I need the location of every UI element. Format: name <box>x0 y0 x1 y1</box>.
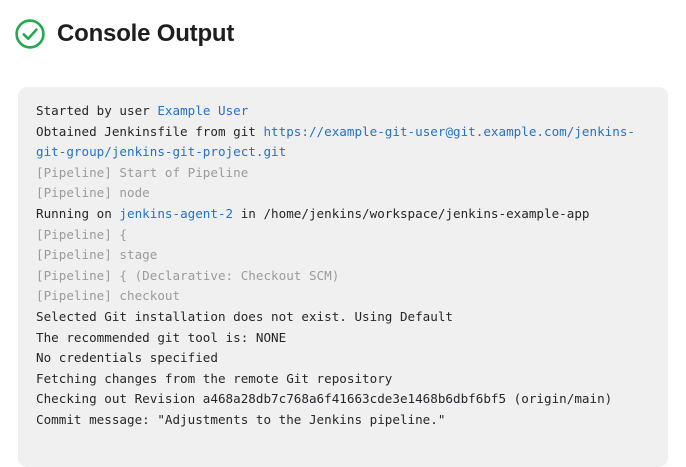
console-log-line: [Pipeline] node <box>36 185 150 200</box>
console-log-text: [Pipeline] { <box>36 226 127 242</box>
console-log-line: Checking out Revision a468a28db7c768a6f4… <box>36 391 612 406</box>
console-log-text: [Pipeline] checkout <box>36 288 181 304</box>
console-log-line: [Pipeline] { (Declarative: Checkout SCM) <box>36 268 339 283</box>
console-log-text: Started by user <box>36 103 158 118</box>
console-log-line: [Pipeline] { <box>36 227 127 242</box>
console-log-link[interactable]: jenkins-agent-2 <box>119 205 234 221</box>
console-log-text: [Pipeline] { (Declarative: Checkout SCM) <box>36 267 340 283</box>
console-log-text: The recommended git tool is: NONE <box>36 329 287 345</box>
console-log-line: Fetching changes from the remote Git rep… <box>36 371 392 386</box>
console-log-line: Started by user Example User <box>36 103 248 118</box>
console-log-text: [Pipeline] node <box>36 185 150 201</box>
console-log-line: Selected Git installation does not exist… <box>36 309 453 324</box>
console-log-text: Obtained Jenkinsfile from git <box>36 123 264 139</box>
console-log-line: Obtained Jenkinsfile from git https://ex… <box>36 124 635 160</box>
console-log-text: Commit message: "Adjustments to the Jenk… <box>36 411 446 427</box>
console-log-link[interactable]: Example User <box>157 103 249 118</box>
console-log[interactable]: Started by user Example User Obtained Je… <box>36 101 652 431</box>
check-circle-icon <box>14 18 46 50</box>
console-log-line: No credentials specified <box>36 350 218 365</box>
console-log-line: [Pipeline] Start of Pipeline <box>36 165 248 180</box>
console-log-text: Running on <box>36 205 120 221</box>
console-log-text: Checking out Revision a468a28db7c768a6f4… <box>36 391 613 407</box>
page-title: Console Output <box>57 19 235 47</box>
page-header: Console Output <box>0 0 686 54</box>
console-log-line: Commit message: "Adjustments to the Jenk… <box>36 412 445 427</box>
console-log-line: The recommended git tool is: NONE <box>36 330 286 345</box>
console-log-text: [Pipeline] stage <box>36 247 158 263</box>
console-log-link[interactable]: https://example-git-user@git.example.com… <box>36 123 635 160</box>
console-log-text: Selected Git installation does not exist… <box>36 308 454 324</box>
console-log-text: in /home/jenkins/workspace/jenkins-examp… <box>233 205 590 221</box>
console-log-text: Fetching changes from the remote Git rep… <box>36 370 393 386</box>
console-output-panel[interactable]: Started by user Example User Obtained Je… <box>18 87 668 467</box>
console-log-line: [Pipeline] stage <box>36 247 157 262</box>
console-log-text: [Pipeline] Start of Pipeline <box>36 164 249 180</box>
console-log-line: Running on jenkins-agent-2 in /home/jenk… <box>36 206 590 221</box>
console-log-line: [Pipeline] checkout <box>36 288 180 303</box>
console-log-text: No credentials specified <box>36 350 218 366</box>
